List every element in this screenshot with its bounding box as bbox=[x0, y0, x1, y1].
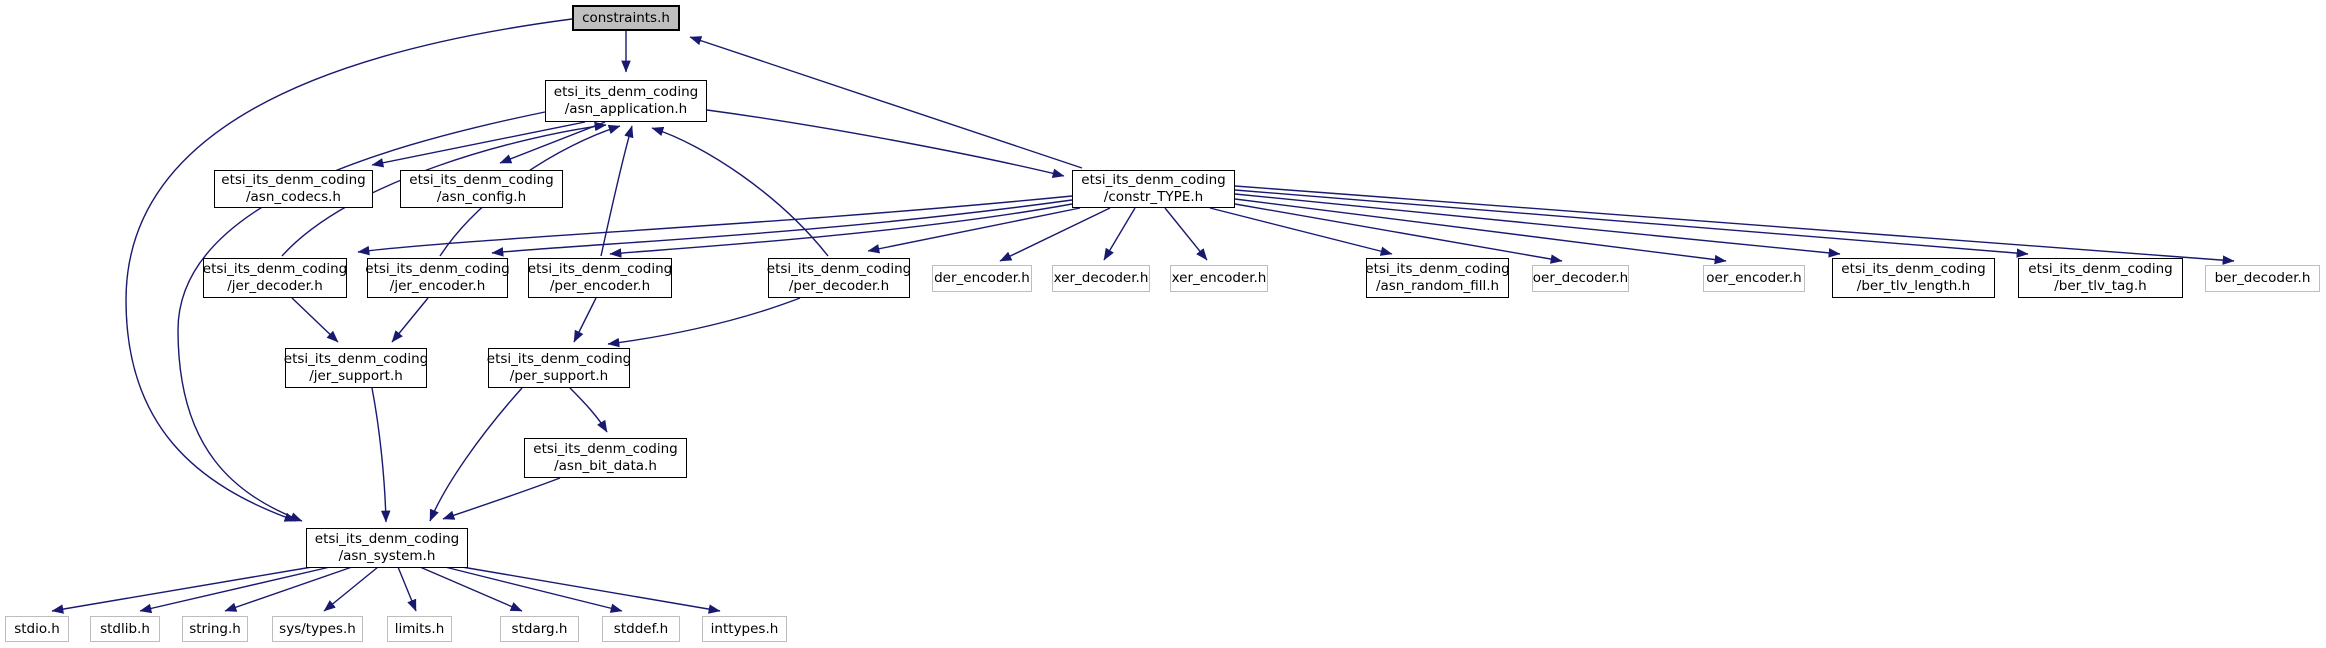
edge-asn-system-to-string bbox=[224, 566, 353, 612]
edge-asn-system-to-stdlib bbox=[139, 566, 331, 614]
node-constraints-h: constraints.h bbox=[572, 5, 680, 31]
node-jer-support-h[interactable]: etsi_its_denm_coding /jer_support.h bbox=[284, 348, 428, 388]
edge-per-encoder-to-asn-application bbox=[600, 125, 634, 257]
edge-constr-type-to-jer-decoder bbox=[357, 195, 1073, 256]
edge-asn-system-to-sys-types bbox=[323, 566, 379, 612]
node-xer-decoder-h: xer_decoder.h bbox=[1052, 265, 1150, 292]
edge-constr-type-to-constraints bbox=[689, 36, 1083, 169]
edge-constraints-to-asn-system bbox=[125, 18, 573, 522]
node-jer-decoder-h[interactable]: etsi_its_denm_coding /jer_decoder.h bbox=[203, 258, 347, 298]
node-stddef-h: stddef.h bbox=[602, 616, 680, 642]
node-asn-application-h[interactable]: etsi_its_denm_coding /asn_application.h bbox=[545, 80, 707, 122]
node-xer-encoder-h: xer_encoder.h bbox=[1170, 265, 1268, 292]
node-oer-encoder-h: oer_encoder.h bbox=[1703, 265, 1805, 292]
edge-constr-type-to-der-encoder bbox=[999, 207, 1111, 262]
node-per-decoder-h[interactable]: etsi_its_denm_coding /per_decoder.h bbox=[767, 258, 911, 298]
edge-asn-system-to-stdarg bbox=[419, 566, 523, 612]
edge-per-support-to-asn-system bbox=[429, 387, 523, 522]
edge-constr-type-to-ber-tlv-tag bbox=[1234, 189, 2029, 258]
edge-asn-system-to-stddef bbox=[444, 566, 623, 613]
node-per-support-h[interactable]: etsi_its_denm_coding /per_support.h bbox=[487, 348, 631, 388]
edge-asn-system-to-stdio bbox=[51, 566, 313, 614]
edge-constr-type-to-oer-encoder bbox=[1234, 198, 1727, 265]
edge-constr-type-to-ber-tlv-length bbox=[1234, 193, 1841, 258]
node-string-h: string.h bbox=[182, 616, 248, 642]
edge-constr-type-to-asn-random-fill bbox=[1209, 207, 1393, 256]
node-constr-type-h[interactable]: etsi_its_denm_coding /constr_TYPE.h bbox=[1072, 170, 1235, 208]
node-sys-types-h: sys/types.h bbox=[272, 616, 363, 642]
node-asn-codecs-h[interactable]: etsi_its_denm_coding /asn_codecs.h bbox=[214, 170, 373, 208]
node-ber-tlv-tag-h[interactable]: etsi_its_denm_coding /ber_tlv_tag.h bbox=[2018, 258, 2183, 298]
node-asn-config-h[interactable]: etsi_its_denm_coding /asn_config.h bbox=[400, 170, 563, 208]
edge-asn-application-to-asn-system bbox=[177, 111, 546, 522]
node-ber-decoder-h: ber_decoder.h bbox=[2205, 265, 2320, 292]
edge-asn-bit-data-to-asn-system bbox=[442, 477, 561, 520]
edge-per-decoder-to-per-support bbox=[607, 297, 801, 348]
edge-constr-type-to-xer-decoder bbox=[1103, 207, 1136, 261]
node-oer-decoder-h: oer_decoder.h bbox=[1532, 265, 1629, 292]
node-ber-tlv-length-h[interactable]: etsi_its_denm_coding /ber_tlv_length.h bbox=[1832, 258, 1995, 298]
edge-asn-application-to-asn-codecs bbox=[371, 121, 586, 168]
edge-asn-system-to-limits bbox=[397, 566, 417, 612]
edge-asn-system-to-inttypes bbox=[461, 566, 721, 614]
edge-per-support-to-asn-bit-data bbox=[569, 387, 608, 433]
edge-jer-decoder-to-asn-application bbox=[281, 121, 607, 257]
node-stdlib-h: stdlib.h bbox=[90, 616, 160, 642]
edge-jer-support-to-asn-system bbox=[371, 387, 391, 523]
edge-jer-encoder-to-jer-support bbox=[391, 297, 429, 343]
node-inttypes-h: inttypes.h bbox=[702, 616, 787, 642]
edge-jer-decoder-to-jer-support bbox=[291, 297, 339, 343]
edge-per-encoder-to-per-support bbox=[573, 297, 597, 343]
node-per-encoder-h[interactable]: etsi_its_denm_coding /per_encoder.h bbox=[528, 258, 672, 298]
node-asn-system-h[interactable]: etsi_its_denm_coding /asn_system.h bbox=[306, 528, 468, 568]
node-stdarg-h: stdarg.h bbox=[500, 616, 579, 642]
edge-constr-type-to-per-decoder bbox=[867, 207, 1081, 254]
node-limits-h: limits.h bbox=[387, 616, 452, 642]
node-stdio-h: stdio.h bbox=[5, 616, 69, 642]
edge-constr-type-to-xer-encoder bbox=[1164, 207, 1208, 261]
edge-constr-type-to-oer-decoder bbox=[1234, 203, 1563, 264]
node-jer-encoder-h[interactable]: etsi_its_denm_coding /jer_encoder.h bbox=[365, 258, 510, 298]
edge-constr-type-to-jer-encoder bbox=[491, 199, 1073, 257]
edge-per-decoder-to-asn-application bbox=[651, 126, 829, 257]
edge-asn-application-to-asn-config bbox=[499, 121, 606, 164]
edge-constr-type-to-per-encoder bbox=[609, 203, 1073, 258]
edge-asn-application-to-constr-type bbox=[706, 109, 1065, 178]
node-der-encoder-h: der_encoder.h bbox=[932, 265, 1032, 292]
node-asn-bit-data-h[interactable]: etsi_its_denm_coding /asn_bit_data.h bbox=[524, 438, 687, 478]
edge-constr-type-to-ber-decoder bbox=[1234, 185, 2235, 265]
node-asn-random-fill-h[interactable]: etsi_its_denm_coding /asn_random_fill.h bbox=[1365, 258, 1510, 298]
